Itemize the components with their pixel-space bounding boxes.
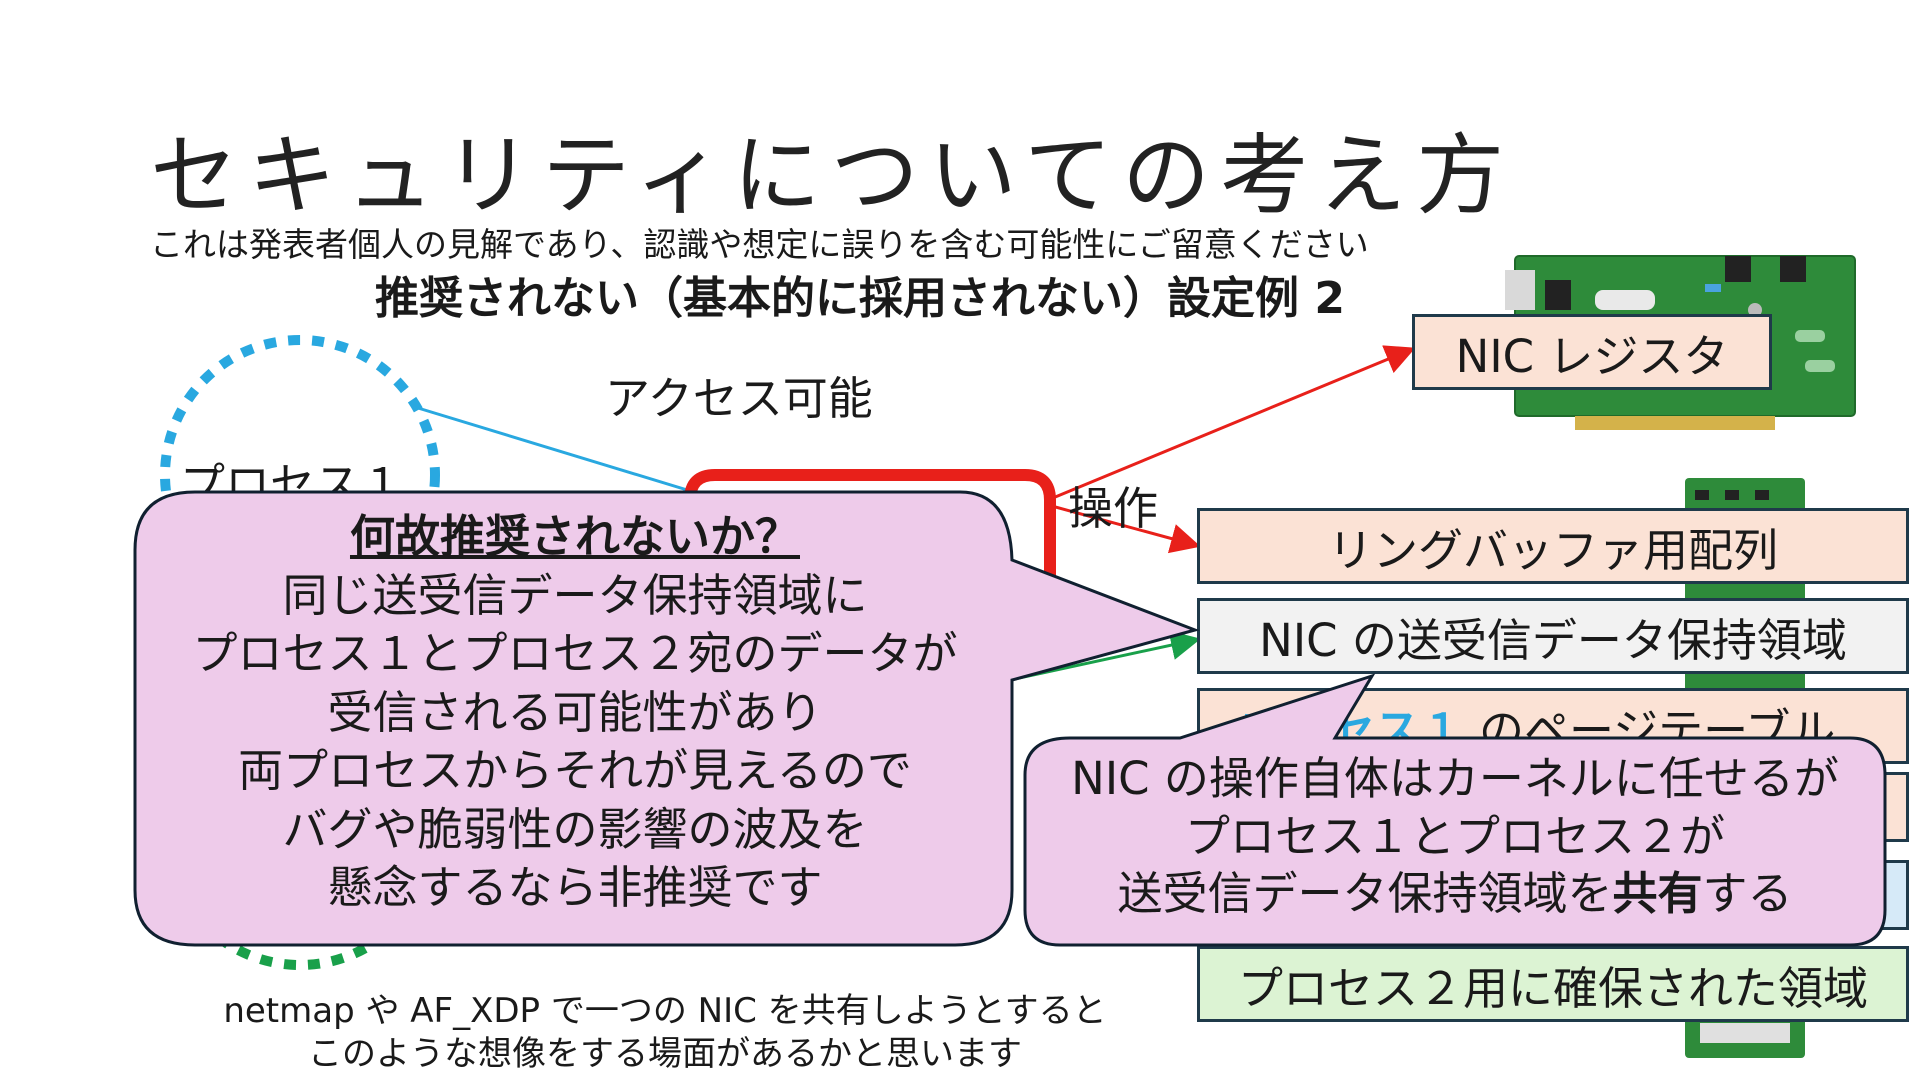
right-bubble-line-3-suffix: する	[1702, 867, 1793, 921]
right-bubble-shape	[1023, 673, 1887, 947]
nic-data-area-box: NIC の送受信データ保持領域	[1197, 598, 1909, 674]
left-bubble-line-1: 同じ送受信データ保持領域に	[282, 568, 868, 622]
access-possible-label: アクセス可能	[605, 372, 873, 425]
nic-register-label: NIC レジスタ	[1455, 329, 1729, 383]
operation-label: 操作	[1068, 482, 1159, 535]
left-bubble-title: 何故推奨されないか？	[349, 510, 800, 563]
process2-area-label: プロセス２用に確保された領域	[1237, 961, 1868, 1015]
ring-buffer-label: リングバッファ用配列	[1327, 523, 1778, 577]
left-bubble-line-3: 受信される可能性があり	[327, 685, 823, 739]
left-bubble-line-4: 両プロセスからそれが見えるので	[238, 744, 912, 797]
kernel-access-loop	[684, 469, 1056, 600]
nic-data-area-label: NIC の送受信データ保持領域	[1259, 613, 1847, 667]
slide-title: セキュリティについての考え方	[150, 124, 1515, 227]
left-bubble-content: 何故推奨されないか？ 同じ送受信データ保持領域に プロセス１とプロセス２宛のデー…	[140, 508, 1010, 918]
footer-line-1: netmap や AF_XDP で一つの NIC を共有しようとすると	[223, 991, 1107, 1031]
right-bubble-line-1: NIC の操作自体はカーネルに任せるが	[1071, 752, 1839, 805]
right-bubble-line-3: 送受信データ保持領域を共有する	[1030, 865, 1880, 923]
footer-note: netmap や AF_XDP で一つの NIC を共有しようとすると このよう…	[150, 990, 1180, 1075]
arrow-to-ring-buffer	[1047, 503, 1201, 554]
right-bubble-line-3-prefix: 送受信データ保持領域を	[1117, 867, 1613, 921]
left-bubble-shape	[133, 490, 1200, 947]
left-bubble-line-5: バグや脆弱性の影響の波及を	[282, 802, 868, 856]
process1-dotted-circle	[160, 335, 440, 615]
footer-line-2: このような想像をする場面があるかと思います	[308, 1033, 1022, 1074]
ring-buffer-box: リングバッファ用配列	[1197, 508, 1909, 584]
process1-connector-line	[417, 406, 721, 502]
process2-area-box: プロセス２用に確保された領域	[1197, 946, 1909, 1022]
right-bubble-line-2: プロセス１とプロセス２が	[1184, 809, 1725, 863]
left-bubble-line-2: プロセス１とプロセス２宛のデータが	[192, 627, 958, 680]
right-bubble-emphasis: 共有	[1612, 867, 1703, 921]
left-bubble-line-6: 懸念するなら非推奨です	[327, 861, 823, 914]
arrow-to-nic-register	[1047, 345, 1416, 502]
disclaimer-text: これは発表者個人の見解であり、認識や想定に誤りを含む可能性にご留意ください	[150, 225, 1369, 264]
nic-register-box: NIC レジスタ	[1412, 314, 1772, 390]
right-bubble-content: NIC の操作自体はカーネルに任せるが プロセス１とプロセス２が 送受信データ保…	[1030, 750, 1880, 923]
example-heading: 推奨されない（基本的に採用されない）設定例 2	[375, 273, 1345, 324]
